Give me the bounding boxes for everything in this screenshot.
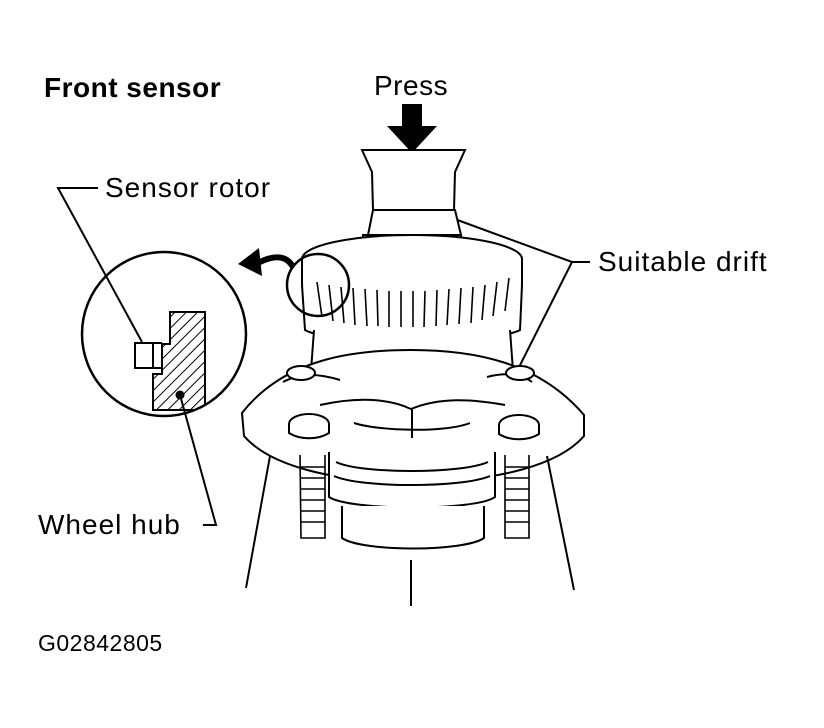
press-label: Press <box>374 70 449 101</box>
figure-code: G02842805 <box>38 630 163 656</box>
sensor-rotor-teeth <box>316 277 510 328</box>
sensor-rotor-detail-inset <box>80 250 248 418</box>
hub-assembly <box>240 149 586 606</box>
down-arrow-icon <box>387 104 437 153</box>
sensor-rotor-label: Sensor rotor <box>105 172 272 203</box>
curved-arrow-icon <box>238 248 296 276</box>
wheel-hub-pointer-dot <box>175 390 185 400</box>
wheel-hub-label: Wheel hub <box>38 509 181 540</box>
suitable-drift-label: Suitable drift <box>598 246 768 277</box>
diagram-title: Front sensor <box>44 72 222 103</box>
wheel-studs <box>299 454 530 539</box>
